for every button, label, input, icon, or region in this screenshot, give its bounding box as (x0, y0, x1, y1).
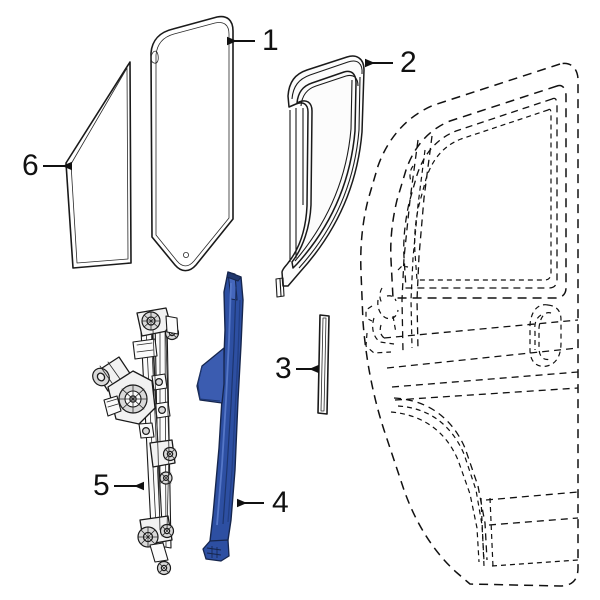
regulator-upper-bracket (132, 338, 158, 360)
callout-1[interactable]: 1 (227, 24, 279, 57)
part-2-window-glass-seal-weatherstrip[interactable] (275, 55, 365, 298)
door-handle-reference (529, 304, 562, 367)
callout-4-number: 4 (272, 486, 289, 519)
regulator-bottom-pulley (137, 515, 175, 576)
callout-3[interactable]: 3 (275, 352, 319, 385)
callout-3-number: 3 (275, 352, 292, 385)
part-5-window-regulator-with-motor[interactable] (89, 307, 180, 576)
part-4-window-glass-run-channel[interactable] (196, 271, 244, 562)
callout-5-number: 5 (93, 469, 110, 502)
regulator-top-pulley (136, 307, 180, 341)
callout-1-number: 1 (262, 24, 279, 57)
callout-2-number: 2 (400, 46, 417, 79)
regulator-motor-assembly (92, 356, 171, 439)
callout-6[interactable]: 6 (22, 149, 72, 182)
door-shell-reference-outline (360, 62, 579, 587)
part-6-vent-quarter-window-glass[interactable] (65, 61, 132, 269)
part-3-window-glass-division-bar[interactable] (317, 314, 330, 415)
callout-4[interactable]: 4 (237, 486, 289, 519)
callout-2[interactable]: 2 (365, 46, 417, 79)
part-1-door-window-glass[interactable] (150, 15, 234, 272)
callout-6-number: 6 (22, 149, 39, 182)
callout-5[interactable]: 5 (93, 469, 144, 502)
